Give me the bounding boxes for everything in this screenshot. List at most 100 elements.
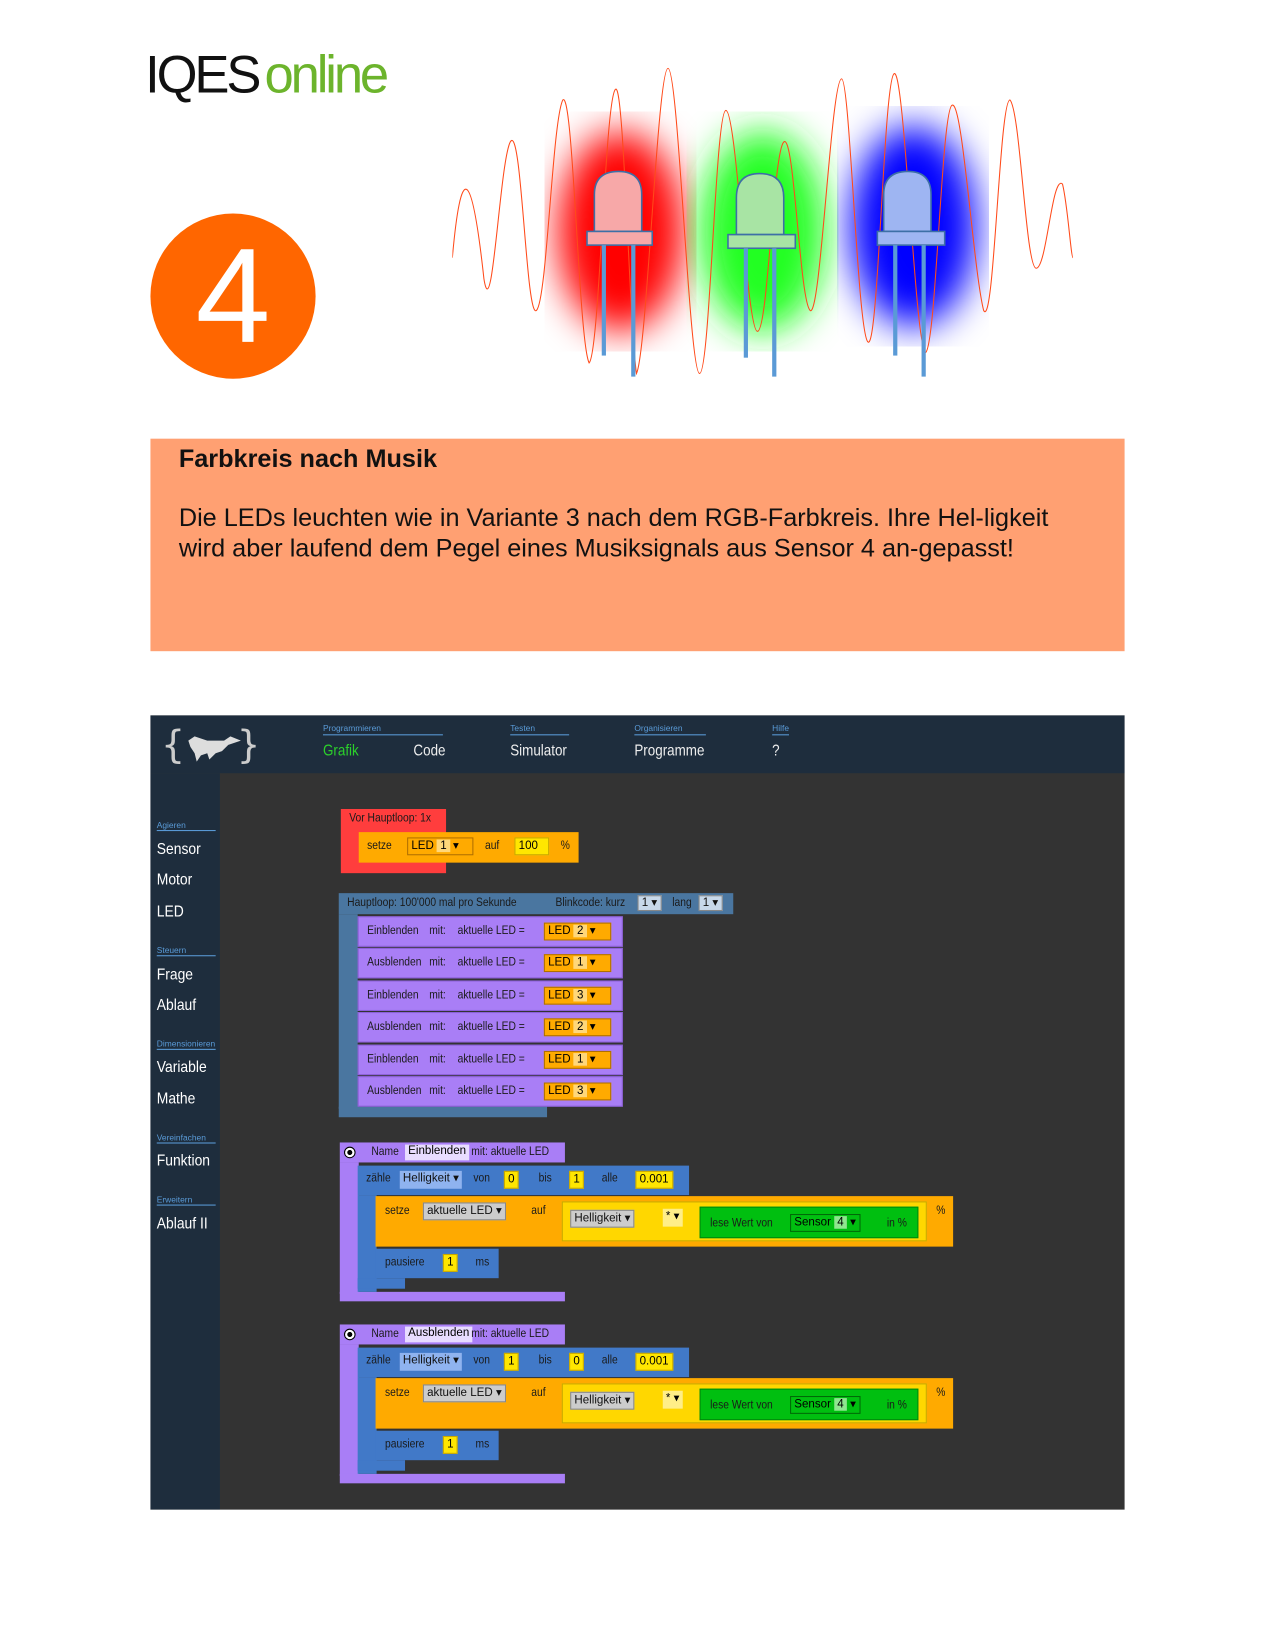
radio-icon[interactable] bbox=[344, 1146, 356, 1159]
sidebar-item-sensor[interactable]: Sensor bbox=[156, 840, 201, 859]
led-number: 2 bbox=[573, 924, 587, 938]
radio-icon[interactable] bbox=[344, 1328, 356, 1341]
value-input[interactable]: 100 bbox=[514, 837, 550, 856]
sidebar-group-dimensionieren: Dimensionieren bbox=[156, 1039, 216, 1050]
target-dropdown[interactable]: aktuelle LED ▾ bbox=[422, 1384, 506, 1403]
sensor-dropdown[interactable]: Sensor 4 ▾ bbox=[790, 1214, 861, 1232]
chevron-down-icon: ▾ bbox=[673, 1391, 680, 1405]
function-body bbox=[339, 1162, 359, 1294]
zaehle-label: zähle bbox=[366, 1353, 391, 1367]
pause-label: pausiere bbox=[385, 1256, 425, 1269]
blink-short-dropdown[interactable]: 1 ▾ bbox=[637, 895, 662, 912]
count-loop-block[interactable]: zähle Helligkeit ▾ von 0 bis 1 alle 0.00… bbox=[357, 1165, 690, 1196]
function-name-field[interactable]: Ausblenden bbox=[405, 1326, 473, 1343]
led-selector[interactable]: LED 1 ▾ bbox=[543, 954, 612, 973]
multiply-block[interactable]: Helligkeit ▾ * ▾ lese Wert von Sensor 4 … bbox=[561, 1383, 927, 1424]
call-einblenden-block[interactable]: Einblenden mit: aktuelle LED = LED 2 ▾ bbox=[357, 916, 623, 947]
target-name: aktuelle LED bbox=[427, 1386, 493, 1400]
main-loop-body bbox=[338, 914, 358, 1109]
auf-label: auf bbox=[484, 839, 500, 853]
led-selector[interactable]: LED 3 ▾ bbox=[543, 986, 612, 1005]
led-label: LED bbox=[548, 1084, 571, 1098]
to-input[interactable]: 1 bbox=[569, 1170, 584, 1189]
red-led bbox=[586, 170, 654, 377]
sensor-label: Sensor bbox=[794, 1216, 831, 1229]
brightness-variable[interactable]: Helligkeit ▾ bbox=[570, 1391, 635, 1410]
nav-simulator[interactable]: Simulator bbox=[510, 741, 567, 760]
sensor-dropdown[interactable]: Sensor 4 ▾ bbox=[790, 1396, 861, 1414]
variable-dropdown[interactable]: Helligkeit ▾ bbox=[399, 1352, 463, 1371]
led-selector[interactable]: LED 2 ▾ bbox=[543, 1018, 612, 1037]
target-dropdown[interactable]: aktuelle LED ▾ bbox=[422, 1202, 506, 1221]
sidebar-item-led[interactable]: LED bbox=[156, 902, 184, 921]
percent-label: % bbox=[560, 839, 570, 853]
svg-text:}: } bbox=[237, 722, 256, 766]
mit-label: mit: bbox=[429, 924, 446, 938]
chevron-down-icon: ▾ bbox=[495, 1386, 502, 1400]
call-ausblenden-block[interactable]: Ausblenden mit: aktuelle LED = LED 2 ▾ bbox=[357, 1012, 623, 1043]
read-sensor-block[interactable]: lese Wert von Sensor 4 ▾ in % bbox=[699, 1206, 919, 1239]
pause-input[interactable]: 1 bbox=[442, 1253, 458, 1272]
operator-dropdown[interactable]: * ▾ bbox=[662, 1390, 683, 1409]
read-sensor-block[interactable]: lese Wert von Sensor 4 ▾ in % bbox=[699, 1388, 919, 1421]
led-number: 3 bbox=[573, 1084, 587, 1098]
sidebar-item-variable[interactable]: Variable bbox=[156, 1058, 207, 1077]
sidebar-item-funktion[interactable]: Funktion bbox=[156, 1151, 211, 1170]
multiply-block[interactable]: Helligkeit ▾ * ▾ lese Wert von Sensor 4 … bbox=[561, 1201, 927, 1242]
to-input[interactable]: 0 bbox=[569, 1352, 584, 1371]
sensor-number: 4 bbox=[834, 1216, 847, 1229]
horse-logo-icon[interactable]: { } bbox=[161, 722, 256, 768]
nav-help[interactable]: ? bbox=[772, 741, 780, 760]
sidebar-item-frage[interactable]: Frage bbox=[156, 965, 194, 984]
pause-block[interactable]: pausiere 1 ms bbox=[375, 1430, 499, 1461]
von-label: von bbox=[473, 1353, 490, 1367]
pause-block[interactable]: pausiere 1 ms bbox=[375, 1248, 499, 1279]
bis-label: bis bbox=[538, 1353, 552, 1367]
from-input[interactable]: 1 bbox=[503, 1352, 519, 1371]
chevron-down-icon: ▾ bbox=[624, 1211, 631, 1225]
count-loop-body bbox=[357, 1195, 377, 1292]
chevron-down-icon: ▾ bbox=[589, 1052, 596, 1066]
led-selector[interactable]: LED 1 ▾ bbox=[407, 837, 474, 856]
nav-programme[interactable]: Programme bbox=[634, 741, 705, 760]
step-input[interactable]: 0.001 bbox=[635, 1352, 673, 1371]
main-loop-header[interactable]: Hauptloop: 100'000 mal pro Sekunde Blink… bbox=[338, 893, 734, 915]
zaehle-label: zähle bbox=[366, 1171, 391, 1185]
set-led-block[interactable]: setze LED 1 ▾ auf 100 % bbox=[358, 832, 579, 863]
operator-dropdown[interactable]: * ▾ bbox=[662, 1208, 683, 1227]
led-selector[interactable]: LED 1 ▾ bbox=[543, 1050, 612, 1069]
brightness-variable[interactable]: Helligkeit ▾ bbox=[570, 1209, 635, 1228]
function-name-field[interactable]: Einblenden bbox=[405, 1144, 470, 1161]
in-percent-label: in % bbox=[886, 1217, 907, 1230]
function-footer bbox=[339, 1291, 565, 1302]
name-label: Name bbox=[371, 1327, 399, 1341]
nav-group-organisieren: Organisieren bbox=[634, 724, 706, 736]
led-selector[interactable]: LED 2 ▾ bbox=[543, 922, 612, 941]
call-ausblenden-block[interactable]: Ausblenden mit: aktuelle LED = LED 3 ▾ bbox=[357, 1076, 623, 1107]
sidebar-item-motor[interactable]: Motor bbox=[156, 871, 193, 889]
chevron-down-icon: ▾ bbox=[651, 896, 658, 909]
variable-name: Helligkeit bbox=[402, 1353, 450, 1367]
lese-label: lese Wert von bbox=[710, 1399, 773, 1412]
blink-long-dropdown[interactable]: 1 ▾ bbox=[698, 895, 723, 912]
set-brightness-block[interactable]: setze aktuelle LED ▾ auf Helligkeit ▾ * … bbox=[375, 1196, 954, 1247]
sidebar-item-mathe[interactable]: Mathe bbox=[156, 1089, 196, 1108]
call-ausblenden-block[interactable]: Ausblenden mit: aktuelle LED = LED 1 ▾ bbox=[357, 948, 623, 979]
set-brightness-block[interactable]: setze aktuelle LED ▾ auf Helligkeit ▾ * … bbox=[375, 1378, 954, 1429]
call-einblenden-block[interactable]: Einblenden mit: aktuelle LED = LED 3 ▾ bbox=[357, 980, 623, 1011]
mit-label: mit: bbox=[429, 956, 446, 970]
sidebar-item-ablauf-ii[interactable]: Ablauf II bbox=[156, 1215, 208, 1233]
step-number-badge: 4 bbox=[150, 213, 316, 379]
variable-dropdown[interactable]: Helligkeit ▾ bbox=[399, 1170, 463, 1189]
nav-grafik[interactable]: Grafik bbox=[322, 741, 359, 760]
nav-code[interactable]: Code bbox=[413, 741, 446, 760]
from-input[interactable]: 0 bbox=[503, 1170, 519, 1189]
led-label: LED bbox=[548, 956, 571, 970]
count-loop-block[interactable]: zähle Helligkeit ▾ von 1 bis 0 alle 0.00… bbox=[357, 1347, 690, 1378]
led-selector[interactable]: LED 3 ▾ bbox=[543, 1082, 612, 1101]
call-einblenden-block[interactable]: Einblenden mit: aktuelle LED = LED 1 ▾ bbox=[357, 1044, 623, 1075]
pause-input[interactable]: 1 bbox=[442, 1435, 458, 1454]
step-input[interactable]: 0.001 bbox=[635, 1170, 673, 1189]
sidebar-item-ablauf[interactable]: Ablauf bbox=[156, 996, 197, 1015]
param-label: mit: aktuelle LED bbox=[471, 1145, 550, 1159]
